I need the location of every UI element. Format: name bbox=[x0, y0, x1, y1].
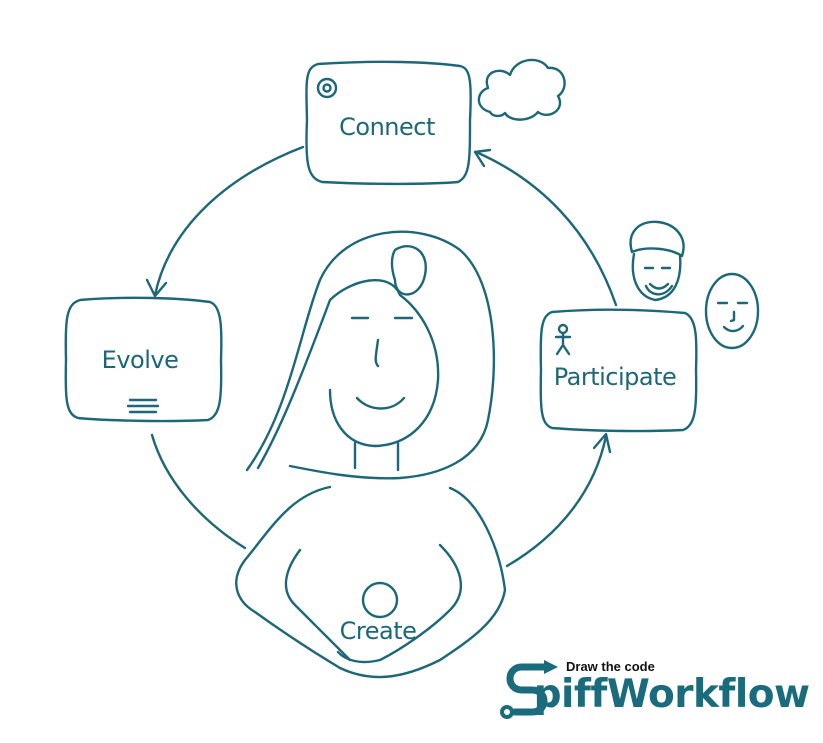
woman-figure bbox=[235, 230, 507, 679]
evolve-box bbox=[64, 296, 223, 423]
logo-tagline: Draw the code bbox=[566, 659, 655, 674]
arrow-connect-to-evolve bbox=[145, 145, 305, 298]
node-label-participate: Participate bbox=[553, 363, 677, 391]
stick-figure-icon bbox=[554, 323, 572, 356]
participate-box bbox=[539, 308, 698, 433]
spiffworkflow-logo-mark bbox=[500, 660, 558, 719]
lines-icon bbox=[126, 398, 160, 414]
node-label-connect: Connect bbox=[339, 113, 435, 141]
logo-wordmark: SpiffWorkflow bbox=[506, 672, 810, 717]
arrow-create-to-participate bbox=[505, 432, 612, 568]
node-label-evolve: Evolve bbox=[101, 346, 179, 374]
node-label-create: Create bbox=[339, 617, 417, 645]
arc-evolve-to-create bbox=[150, 433, 247, 550]
arrow-participate-to-connect bbox=[473, 148, 618, 307]
cloud-icon bbox=[477, 58, 566, 121]
gear-icon bbox=[316, 77, 338, 99]
connect-box bbox=[305, 60, 472, 186]
circle-icon bbox=[361, 581, 399, 619]
turban-man-face-icon bbox=[629, 220, 685, 302]
smiling-face-icon bbox=[704, 272, 760, 350]
